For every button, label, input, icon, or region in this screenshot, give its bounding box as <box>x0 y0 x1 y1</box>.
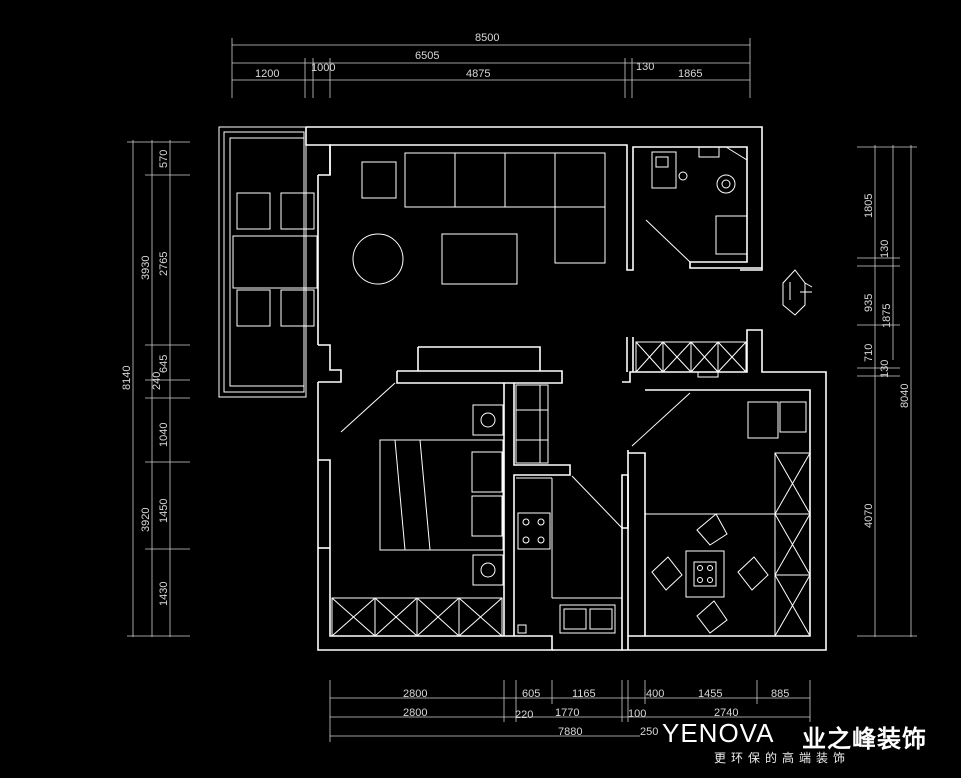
dim-top-row2-right: 130 <box>636 61 654 73</box>
bedroom <box>331 382 504 637</box>
toilet-icon <box>716 174 736 194</box>
chair-left <box>651 556 683 591</box>
dim-bottom-r1-f: 885 <box>771 688 789 700</box>
dining-set <box>232 192 318 327</box>
washbasin <box>715 215 748 255</box>
chair-bottom <box>696 600 728 634</box>
living-room <box>352 152 606 285</box>
dim-left-seg-2: 2765 <box>158 252 170 276</box>
bathtub <box>651 151 677 189</box>
side-cabinet <box>779 401 807 433</box>
right-dimensions: 1805 130 935 1875 710 130 8040 4070 <box>857 145 917 637</box>
round-table <box>352 233 404 285</box>
dim-bottom-r3-b: 250 <box>640 726 658 738</box>
dim-bottom-r1-c: 1165 <box>572 688 596 700</box>
dim-bottom-r3-a: 7880 <box>558 726 582 738</box>
sink-icon <box>559 604 616 634</box>
dim-bottom-r1-d: 400 <box>646 688 664 700</box>
top-dimensions: 8500 6505 130 1865 1200 1000 4875 <box>231 32 751 98</box>
entry-cabinet <box>635 341 747 378</box>
square-table <box>685 550 725 598</box>
dim-bottom-r2-b: 220 <box>515 709 533 721</box>
left-dimensions: 8140 3930 3920 570 2765 645 240 1040 145… <box>121 140 190 637</box>
desk-chair <box>747 401 779 439</box>
dim-left-seg-5: 1450 <box>158 499 170 523</box>
dim-left-total: 8140 <box>121 366 133 390</box>
dim-right-lower-a: 710 <box>863 344 875 362</box>
dim-bottom-r1-b: 605 <box>522 688 540 700</box>
dim-top-overall: 8500 <box>475 32 499 44</box>
dim-left-small-a: 240 <box>151 372 163 390</box>
dim-right-mid-total: 1875 <box>881 304 893 328</box>
brand-name-cn: 业之峰装饰 <box>802 725 927 753</box>
dim-right-upper: 1805 <box>863 194 875 218</box>
dim-bottom-r2-d: 100 <box>628 708 646 720</box>
dim-top-row2-left: 6505 <box>415 50 439 62</box>
dim-top-row3-c: 4875 <box>466 68 490 80</box>
brand-slogan: 更环保的高端装饰 <box>714 751 851 765</box>
dim-left-seg-4: 1040 <box>158 423 170 447</box>
right-room <box>631 392 811 637</box>
chair-right <box>737 556 769 591</box>
dim-right-small1: 130 <box>879 240 891 258</box>
bottom-dimensions: 2800 605 1165 400 1455 885 2800 220 1770… <box>329 680 811 742</box>
storage-closet <box>515 384 549 464</box>
dim-right-small2: 130 <box>879 360 891 378</box>
dim-bottom-r1-e: 1455 <box>698 688 722 700</box>
walls <box>305 126 827 651</box>
dim-right-total: 8040 <box>899 384 911 408</box>
dim-bottom-r2-e: 2740 <box>714 707 738 719</box>
kitchen <box>516 475 623 634</box>
sofa-chaise <box>554 152 606 264</box>
brand-name-en: YENOVA <box>662 718 775 748</box>
bathroom <box>645 146 748 263</box>
dim-top-row2-right2: 1865 <box>678 68 702 80</box>
dim-left-seg-6: 1430 <box>158 582 170 606</box>
dim-left-group-lower: 3920 <box>140 508 152 532</box>
door-swing <box>340 382 396 433</box>
dim-top-row3-a: 1200 <box>255 68 279 80</box>
dim-top-row3-b: 1000 <box>311 62 335 74</box>
balcony <box>218 126 307 398</box>
dim-bottom-r2-c: 1770 <box>555 707 579 719</box>
dim-bottom-r2-a: 2800 <box>403 707 427 719</box>
dim-bottom-r1-a: 2800 <box>403 688 427 700</box>
nightstand-bottom <box>472 554 504 586</box>
tall-cabinet <box>774 452 811 637</box>
door-swing-right <box>631 392 691 447</box>
dim-left-seg-1: 570 <box>158 150 170 168</box>
dim-left-seg-3: 645 <box>158 355 170 373</box>
coffee-table <box>441 233 518 285</box>
dim-right-lower: 4070 <box>863 504 875 528</box>
armchair-square <box>361 161 397 199</box>
chair-top <box>696 513 728 546</box>
nightstand-top <box>472 404 504 436</box>
stove-icon <box>517 512 551 550</box>
dim-right-mid: 935 <box>863 294 875 312</box>
entrance-marker-icon <box>782 269 813 316</box>
dim-left-group-upper: 3930 <box>140 256 152 280</box>
bed <box>379 439 504 551</box>
